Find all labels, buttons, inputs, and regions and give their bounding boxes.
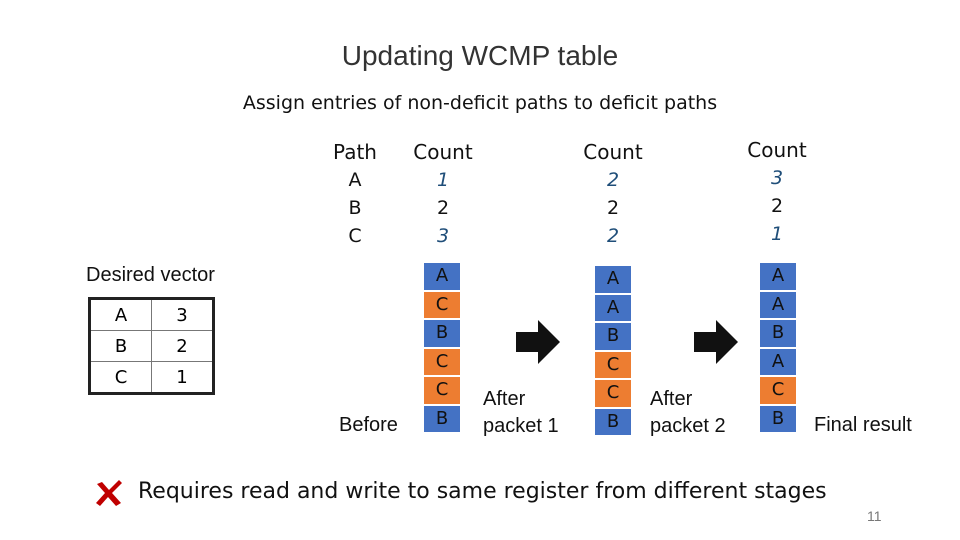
table-entry: A (760, 348, 796, 377)
table-cell: C (89, 361, 152, 394)
table-entry: B (760, 320, 796, 349)
wcmp-table-final: A A B A C B (760, 263, 796, 432)
count-value: 2 (606, 169, 620, 191)
table-entry: A (595, 294, 631, 323)
table-entry: B (424, 405, 460, 432)
path-header: Path (333, 140, 377, 164)
table-entry: C (424, 348, 460, 377)
stage-label-after-packet-2: After packet 2 (650, 386, 726, 440)
final-result-label: Final result (814, 414, 912, 436)
table-entry: A (595, 266, 631, 295)
path-label: A (348, 169, 362, 191)
table-row: C 1 (89, 361, 214, 394)
table-entry: B (760, 405, 796, 432)
stage-label-line: After (650, 388, 693, 410)
table-entry: B (595, 323, 631, 352)
table-entry: C (424, 291, 460, 320)
table-cell: 2 (151, 330, 214, 362)
slide-title: Updating WCMP table (341, 40, 619, 71)
stage-label-line: packet 2 (650, 415, 726, 437)
right-arrow-icon (694, 320, 738, 369)
count-value: 2 (606, 225, 620, 247)
count-value: 1 (770, 223, 784, 245)
count-header: Count (583, 140, 643, 164)
count-list: 3 2 1 (741, 164, 813, 248)
path-label: C (348, 225, 362, 247)
table-entry: C (424, 377, 460, 406)
stage-label-line: After (483, 388, 526, 410)
table-entry: B (595, 408, 631, 435)
table-entry: C (595, 351, 631, 380)
slide-subtitle: Assign entries of non-deficit paths to d… (242, 92, 718, 114)
path-label: B (348, 197, 362, 219)
table-entry: B (424, 320, 460, 349)
stage-label-after-packet-1: After packet 1 (483, 386, 559, 440)
count-value: 3 (436, 225, 450, 247)
table-entry: A (760, 263, 796, 292)
table-cell: A (89, 298, 152, 331)
page-number: 11 (867, 508, 882, 524)
table-entry: A (424, 263, 460, 292)
desired-vector-label: Desired vector (86, 264, 215, 286)
table-cell: 1 (151, 361, 214, 394)
count-list: 1 2 3 (408, 166, 478, 250)
stage-label-line: packet 1 (483, 415, 559, 437)
footer-note: Requires read and write to same register… (138, 479, 827, 504)
count-value: 3 (770, 167, 784, 189)
cross-mark-icon (94, 479, 124, 512)
count-value: 2 (770, 195, 784, 217)
table-cell: B (89, 330, 152, 362)
count-value: 2 (436, 197, 450, 219)
wcmp-table-after-packet-1: A A B C C B (595, 266, 631, 435)
table-row: B 2 (89, 330, 214, 362)
table-cell: 3 (151, 298, 214, 331)
count-header: Count (413, 140, 473, 164)
right-arrow-icon (516, 320, 560, 369)
table-entry: C (595, 380, 631, 409)
count-value: 2 (606, 197, 620, 219)
table-row: A 3 (89, 298, 214, 331)
stage-label-before: Before (339, 414, 398, 436)
desired-vector-table: A 3 B 2 C 1 (88, 297, 215, 395)
path-list: A B C (327, 166, 383, 250)
table-entry: A (760, 291, 796, 320)
count-list: 2 2 2 (578, 166, 648, 250)
wcmp-table-before: A C B C C B (424, 263, 460, 432)
count-header: Count (747, 138, 807, 162)
table-entry: C (760, 377, 796, 406)
count-value: 1 (436, 169, 450, 191)
